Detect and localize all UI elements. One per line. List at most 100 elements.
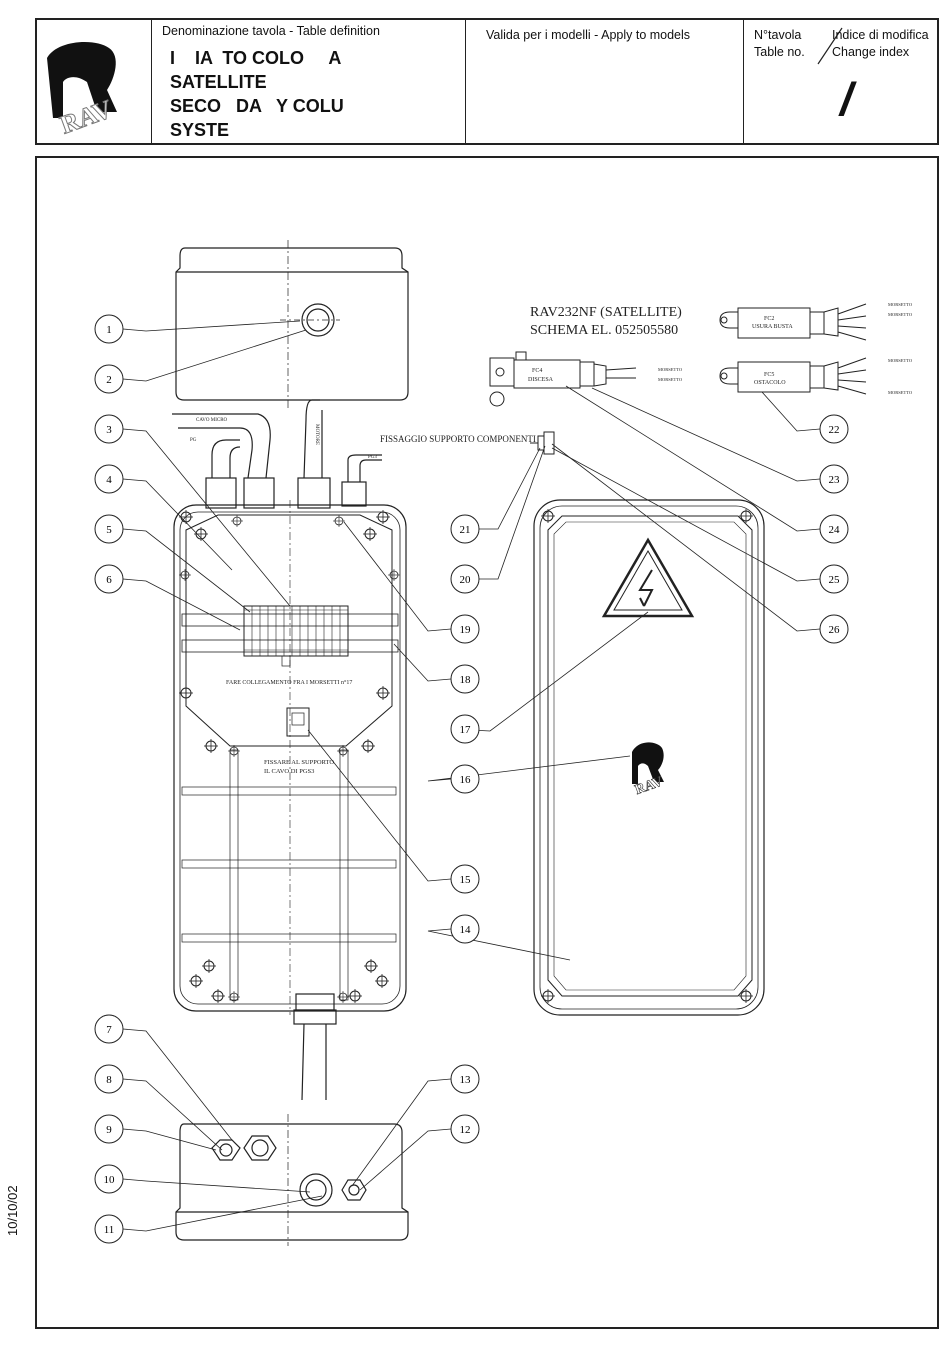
table-number-cell: N°tavola Table no. Indice di modifica Ch…	[744, 20, 937, 143]
svg-text:10: 10	[104, 1174, 116, 1186]
models-cell: Valida per i modelli - Apply to models	[466, 20, 744, 143]
svg-text:8: 8	[106, 1074, 112, 1086]
cover-plate	[533, 499, 765, 1016]
terminal-note: FARE COLLEGAMENTO FRA I MORSETTI n°17	[226, 679, 352, 686]
table-title: I IA TO COLO A SATELLITE SECO DA Y COLU …	[170, 48, 344, 140]
callout-5: 5	[94, 514, 124, 544]
callout-4: 4	[94, 464, 124, 494]
callout-12: 12	[450, 1114, 480, 1144]
callout-22: 22	[819, 414, 849, 444]
logo-cell: RAV	[37, 20, 152, 143]
enclosure-screws	[178, 509, 401, 1004]
cable-micro-label: CAVO MICRO	[196, 418, 228, 423]
svg-text:26: 26	[829, 624, 841, 636]
callout-20: 20	[450, 564, 480, 594]
callout-13: 13	[450, 1064, 480, 1094]
fix-cable-note-1: FISSARE AL SUPPORTO	[264, 759, 334, 766]
callout-10: 10	[94, 1164, 124, 1194]
change-index-label-en: Change index	[832, 45, 910, 59]
callout-8: 8	[94, 1064, 124, 1094]
divider-slash	[817, 27, 843, 65]
fc2-sub: USURA BUSTA	[752, 324, 793, 330]
callout-26: 26	[819, 614, 849, 644]
callout-24: 24	[819, 514, 849, 544]
drawing-frame	[35, 156, 939, 1329]
switch-fc2	[719, 303, 867, 341]
svg-text:22: 22	[829, 424, 840, 436]
callouts: 1 2 3 4 5 6 7 8 9 10 11 12 13 14 15 16 1…	[94, 314, 849, 1244]
cable-pg-label: PG	[190, 438, 197, 443]
callout-16: 16	[450, 764, 480, 794]
fc4-sub: DISCESA	[528, 377, 554, 383]
svg-text:1: 1	[106, 324, 112, 336]
callout-14: 14	[450, 914, 480, 944]
svg-text:13: 13	[460, 1074, 472, 1086]
svg-text:24: 24	[829, 524, 841, 536]
change-index-label-it: Indice di modifica	[832, 28, 929, 42]
models-label: Valida per i modelli - Apply to models	[486, 28, 691, 42]
cable-motore-label: MOTORE	[314, 424, 319, 445]
callout-7: 7	[94, 1014, 124, 1044]
switch-fc5	[719, 357, 867, 395]
svg-text:21: 21	[460, 524, 471, 536]
wire-label-fc2a: MORSETTO	[888, 302, 913, 307]
callout-17: 17	[450, 714, 480, 744]
svg-text:2: 2	[106, 374, 112, 386]
svg-text:9: 9	[106, 1124, 112, 1136]
wire-label-fc4b: MORSETTO	[658, 377, 683, 382]
callout-9: 9	[94, 1114, 124, 1144]
svg-text:3: 3	[106, 424, 112, 436]
fc4-label: FC4	[532, 368, 542, 374]
svg-text:23: 23	[829, 474, 841, 486]
callout-15: 15	[450, 864, 480, 894]
callout-1: 1	[94, 314, 124, 344]
wire-label-fc4a: MORSETTO	[658, 367, 683, 372]
svg-text:11: 11	[104, 1224, 115, 1236]
rav-logo: RAV	[47, 42, 117, 140]
drawing-labels: RAV232NF (SATELLITE) SCHEMA EL. 05250558…	[190, 302, 913, 775]
svg-text:12: 12	[460, 1124, 471, 1136]
svg-text:17: 17	[460, 724, 472, 736]
svg-text:18: 18	[460, 674, 472, 686]
svg-text:5: 5	[106, 524, 112, 536]
callout-3: 3	[94, 414, 124, 444]
wire-label-fc2b: MORSETTO	[888, 312, 913, 317]
cover-logo: RAV	[632, 742, 665, 798]
svg-text:6: 6	[106, 574, 112, 586]
svg-text:16: 16	[460, 774, 472, 786]
svg-text:4: 4	[106, 474, 112, 486]
callout-6: 6	[94, 564, 124, 594]
wire-label-fc5a: MORSETTO	[888, 358, 913, 363]
svg-text:20: 20	[460, 574, 472, 586]
wire-label-fc5b: MORSETTO	[888, 390, 913, 395]
svg-text:7: 7	[106, 1024, 112, 1036]
callout-19: 19	[450, 614, 480, 644]
callout-18: 18	[450, 664, 480, 694]
fc5-label: FC5	[764, 372, 774, 378]
box-bottom-view	[175, 1114, 409, 1246]
switch-fc4	[489, 351, 637, 407]
table-no-label-it: N°tavola	[754, 28, 802, 42]
svg-text:25: 25	[829, 574, 841, 586]
fixing-screw	[530, 431, 555, 455]
callout-11: 11	[94, 1214, 124, 1244]
fix-support-label: FISSAGGIO SUPPORTO COMPONENTI	[380, 434, 536, 444]
callout-25: 25	[819, 564, 849, 594]
fix-cable-note-2: IL CAVO DI PGS3	[264, 768, 314, 775]
definition-label: Denominazione tavola - Table definition	[162, 24, 380, 38]
box-top-view	[175, 240, 409, 408]
svg-text:14: 14	[460, 924, 472, 936]
fc5-sub: OSTACOLO	[754, 380, 786, 386]
leader-lines	[122, 320, 821, 1232]
table-no-label-en: Table no.	[754, 45, 805, 59]
definition-cell: Denominazione tavola - Table definition …	[152, 20, 466, 143]
callout-21: 21	[450, 514, 480, 544]
callout-2: 2	[94, 364, 124, 394]
svg-text:19: 19	[460, 624, 472, 636]
svg-text:15: 15	[460, 874, 472, 886]
model-title: RAV232NF (SATELLITE)	[530, 305, 682, 320]
schema-title: SCHEMA EL. 052505580	[530, 323, 678, 338]
fc2-label: FC2	[764, 316, 774, 322]
enclosure-front	[172, 399, 407, 1101]
